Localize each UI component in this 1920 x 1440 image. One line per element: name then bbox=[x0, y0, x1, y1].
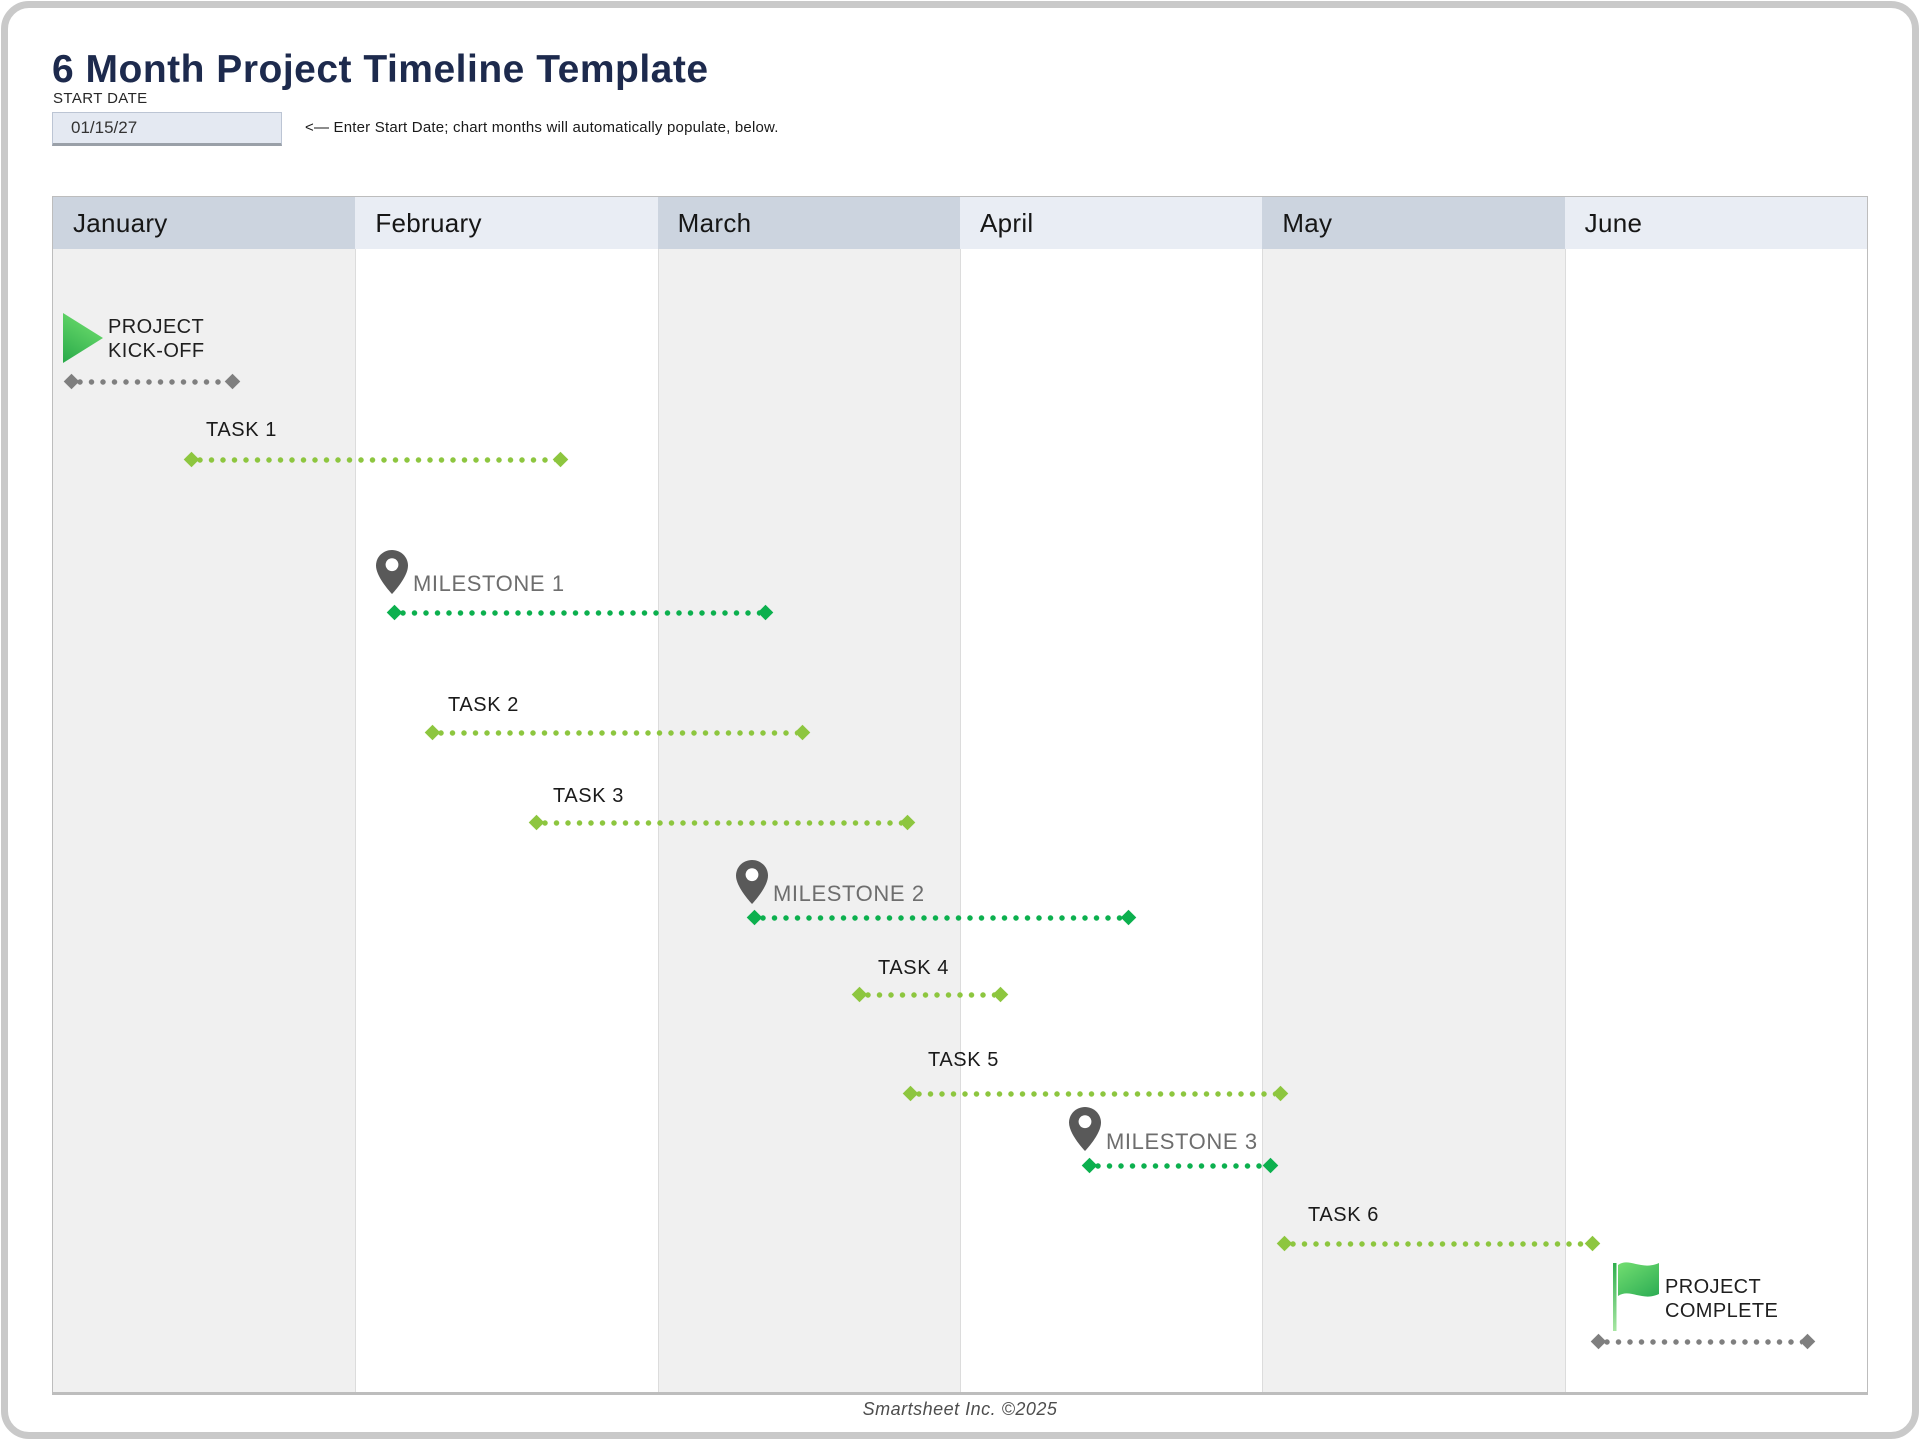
map-pin-icon bbox=[1069, 1107, 1101, 1151]
month-header-april: April bbox=[960, 197, 1263, 249]
milestone-label: MILESTONE 2 bbox=[773, 881, 925, 906]
chart-body bbox=[53, 249, 1867, 1392]
month-header-june: June bbox=[1564, 197, 1867, 249]
month-header-row: January February March April May June bbox=[53, 197, 1867, 249]
start-date-instruction: <— Enter Start Date; chart months will a… bbox=[305, 119, 779, 136]
milestone-2-line bbox=[746, 909, 1137, 925]
map-pin-icon bbox=[736, 860, 768, 904]
month-header-january: January bbox=[53, 197, 356, 249]
task-5-line bbox=[902, 1085, 1289, 1101]
task-label: TASK 2 bbox=[448, 694, 520, 716]
footer-credit: Smartsheet Inc. ©2025 bbox=[862, 1399, 1058, 1419]
milestone-label: MILESTONE 1 bbox=[413, 571, 565, 596]
task-2-line bbox=[424, 724, 811, 740]
task-1-line bbox=[183, 451, 569, 467]
task-4-line bbox=[851, 986, 1009, 1002]
start-date-input[interactable] bbox=[52, 112, 282, 146]
flag-icon bbox=[1613, 1262, 1659, 1331]
kickoff-label: PROJECT KICK-OFF bbox=[108, 316, 205, 362]
task-label: TASK 4 bbox=[878, 957, 950, 979]
column-june bbox=[1564, 249, 1867, 1392]
task-6-line bbox=[1276, 1235, 1601, 1251]
task-label: TASK 6 bbox=[1308, 1204, 1380, 1226]
month-header-february: February bbox=[355, 197, 658, 249]
page-title: 6 Month Project Timeline Template bbox=[52, 48, 709, 92]
task-label: TASK 1 bbox=[206, 419, 278, 441]
timeline-chart: January February March April May June bbox=[52, 196, 1868, 1395]
column-january bbox=[53, 249, 356, 1392]
start-date-label: START DATE bbox=[53, 90, 148, 107]
complete-label: PROJECT COMPLETE bbox=[1665, 1276, 1779, 1322]
column-may bbox=[1262, 249, 1565, 1392]
play-triangle-icon bbox=[63, 313, 103, 363]
milestone-3-line bbox=[1081, 1157, 1279, 1173]
complete-line bbox=[1590, 1333, 1816, 1349]
column-april bbox=[960, 249, 1263, 1392]
map-pin-icon bbox=[376, 550, 408, 594]
milestone-1-line bbox=[386, 604, 774, 620]
month-header-may: May bbox=[1262, 197, 1565, 249]
kickoff-line bbox=[63, 373, 241, 389]
milestone-label: MILESTONE 3 bbox=[1106, 1129, 1258, 1154]
task-label: TASK 5 bbox=[928, 1049, 1000, 1071]
task-label: TASK 3 bbox=[553, 785, 625, 807]
month-header-march: March bbox=[657, 197, 960, 249]
task-3-line bbox=[528, 814, 916, 830]
